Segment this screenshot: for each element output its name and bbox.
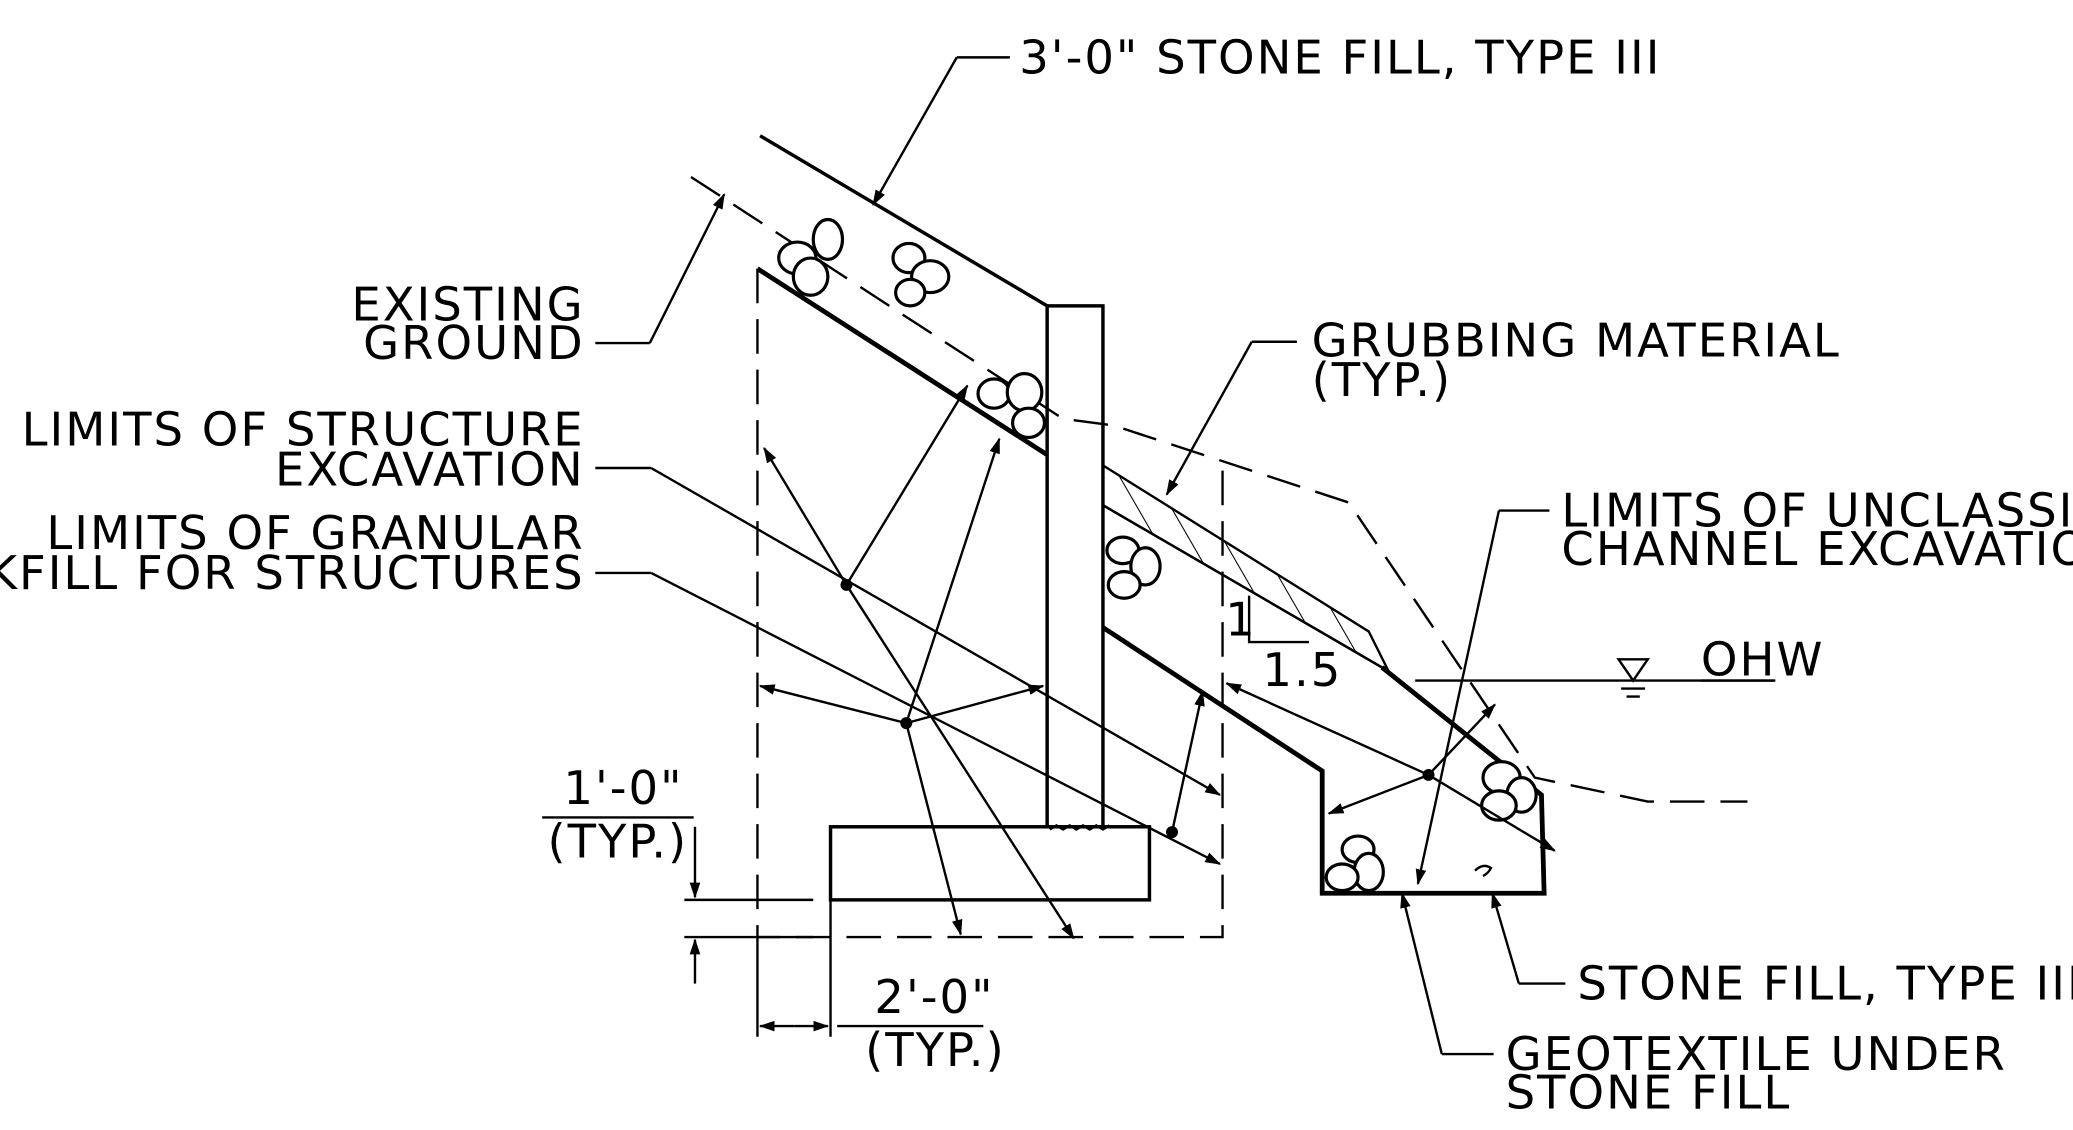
label-slope-run: 1.5 [1262,643,1342,697]
leader-lines [595,56,1566,1056]
label-granular-backfill-2: BACKFILL FOR STRUCTURES [0,546,585,600]
label-geotextile-1: GEOTEXTILE UNDER [1506,1027,2007,1081]
label-granular-backfill-1: LIMITS OF GRANULAR [46,506,584,560]
existing-ground-line [690,175,1748,803]
channel-slope-face [1102,504,1390,673]
stone-fill-top-surface [759,134,1049,308]
label-stone-fill-top: 3'-0" STONE FILL, TYPE III [1019,30,1661,84]
label-dim-vertical-1: 1'-0" [563,761,683,815]
label-dim-vertical-2: (TYP.) [547,814,688,868]
junction-point-3 [1166,826,1179,839]
label-existing-ground-1: EXISTING [351,277,584,331]
label-geotextile-2: STONE FILL [1506,1065,1792,1119]
construction-joint [1049,824,1111,831]
label-dim-horizontal-1: 2'-0" [874,970,994,1024]
wall-footing [828,825,1152,902]
label-ohw: OHW [1701,632,1825,686]
slope-indicator [1247,595,1309,644]
label-dim-horizontal-2: (TYP.) [865,1023,1006,1077]
label-grubbing-2: (TYP.) [1312,353,1453,407]
water-surface-icon [1616,658,1651,698]
label-stone-fill-bottom: STONE FILL, TYPE III [1577,957,2073,1011]
label-slope-rise: 1 [1225,592,1257,646]
label-channel-excavation-2: CHANNEL EXCAVATION [1561,522,2073,576]
structure-excavation-limit [756,268,1224,939]
label-grubbing-1: GRUBBING MATERIAL [1312,313,1841,367]
label-existing-ground-2: GROUND [363,316,585,370]
stone-fill-rocks [777,217,1538,893]
label-structure-excavation-2: EXCAVATION [275,442,585,496]
wall-stem [1045,304,1105,829]
label-structure-excavation-1: LIMITS OF STRUCTURE [22,402,585,456]
label-channel-excavation-1: LIMITS OF UNCLASSIFIED [1561,483,2073,537]
stone-fill-mark [1474,864,1493,878]
